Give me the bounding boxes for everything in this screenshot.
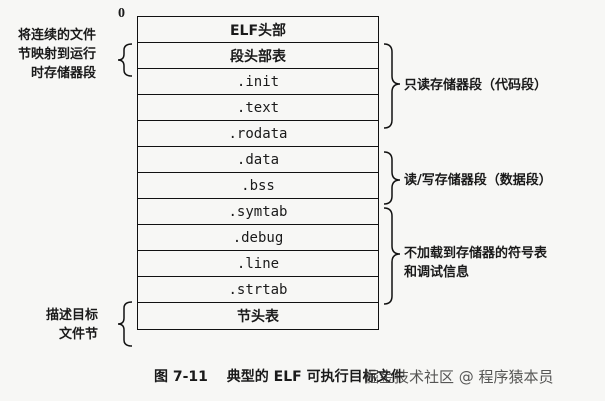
section-rodata: .rodata: [138, 121, 378, 147]
figure-caption: 图 7-11 典型的 ELF 可执行目标文件: [154, 366, 405, 386]
section-program-header-table: 段头部表: [138, 43, 378, 69]
section-strtab: .strtab: [138, 277, 378, 303]
section-section-header-table: 节头表: [237, 309, 279, 325]
right-brace-read-only: [383, 43, 401, 129]
section-elf-header: ELF头部: [138, 17, 378, 43]
elf-section-stack: ELF头部 段头部表 .init .text .rodata .data .bs…: [137, 16, 379, 330]
right-brace-not-loaded: [383, 207, 401, 305]
section-line: .line: [138, 251, 378, 277]
offset-zero: 0: [118, 6, 125, 21]
left-label-line-1: 描述目标: [46, 308, 99, 323]
watermark: 掘金技术社区 @ 程序猿本员: [364, 368, 554, 386]
section-symtab: .symtab: [138, 199, 378, 225]
left-label-line-2: 节映射到运行: [18, 47, 97, 62]
left-label-line-2: 文件节: [59, 327, 99, 342]
right-brace-read-write: [383, 151, 401, 205]
caption-number: 图 7-11: [154, 369, 208, 385]
right-label-not-loaded-line-2: 和调试信息: [404, 265, 470, 280]
left-label-line-1: 将连续的文件: [18, 28, 97, 43]
right-label-read-only: 只读存储器段（代码段）: [404, 78, 548, 93]
section-init: .init: [138, 69, 378, 95]
section-data: .data: [138, 147, 378, 173]
right-label-not-loaded-line-1: 不加载到存储器的符号表: [404, 246, 548, 261]
right-label-read-write: 读/写存储器段（数据段）: [404, 173, 552, 188]
caption-text: 典型的 ELF 可执行目标文件: [226, 369, 405, 385]
left-label-describe-sections: 描述目标 文件节: [46, 306, 98, 344]
section-bss: .bss: [138, 173, 378, 199]
section-text: .text: [138, 95, 378, 121]
section-debug: .debug: [138, 225, 378, 251]
left-label-segment-mapping: 将连续的文件 节映射到运行 时存储器段: [18, 26, 96, 83]
left-brace-top: [117, 43, 133, 77]
left-label-line-3: 时存储器段: [31, 66, 97, 81]
left-brace-bottom: [117, 301, 133, 347]
right-label-not-loaded: 不加载到存储器的符号表 和调试信息: [404, 244, 547, 282]
